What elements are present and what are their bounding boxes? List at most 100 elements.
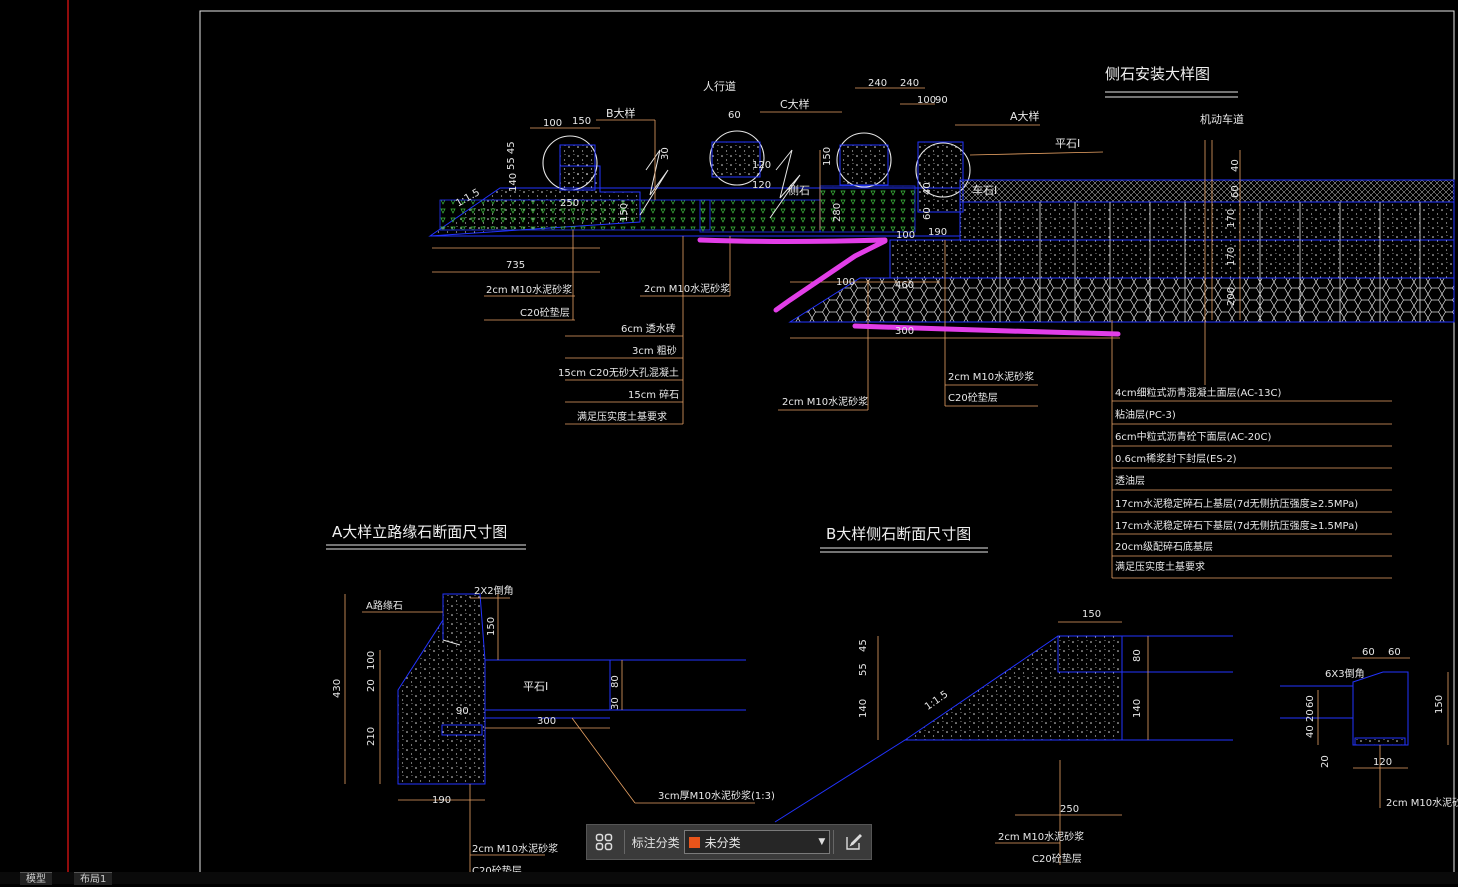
grid-icon[interactable]: [587, 825, 621, 859]
svg-text:55 45: 55 45: [506, 141, 517, 170]
svg-text:250: 250: [1060, 804, 1079, 815]
svg-text:透油层: 透油层: [1115, 474, 1145, 487]
category-color-swatch: [688, 836, 700, 848]
svg-text:280: 280: [832, 203, 843, 222]
svg-text:40: 40: [1305, 725, 1316, 738]
annotation-category-label: 标注分类: [631, 835, 680, 850]
svg-text:300: 300: [895, 326, 914, 337]
svg-text:3cm 粗砂: 3cm 粗砂: [632, 344, 677, 357]
svg-text:150: 150: [486, 617, 497, 636]
svg-text:40: 40: [1230, 159, 1241, 172]
toolbar-divider-2: [833, 830, 835, 854]
layer-notes-left: 2cm M10水泥砂浆 C20砼垫层: [486, 283, 572, 319]
svg-text:4cm细粒式沥青混凝土面层(AC-13C): 4cm细粒式沥青混凝土面层(AC-13C): [1115, 386, 1281, 399]
svg-text:2cm M10水泥砂浆: 2cm M10水泥砂浆: [644, 282, 730, 295]
svg-text:140: 140: [508, 173, 519, 192]
svg-text:735: 735: [506, 260, 525, 271]
layer-notes-right-short: 2cm M10水泥砂浆 C20砼垫层: [948, 370, 1034, 404]
svg-text:60: 60: [1362, 647, 1375, 658]
svg-text:17cm水泥稳定碎石上基层(7d无侧抗压强度≥2.5MPa): 17cm水泥稳定碎石上基层(7d无侧抗压强度≥2.5MPa): [1115, 497, 1358, 510]
svg-text:120: 120: [752, 180, 771, 191]
edit-icon[interactable]: [837, 825, 871, 859]
svg-text:100: 100: [366, 651, 377, 670]
layer-notes-mid: 6cm 透水砖 3cm 粗砂 15cm C20无砂大孔混凝土 15cm 碎石 满…: [558, 322, 679, 423]
svg-text:0.6cm稀浆封下封层(ES-2): 0.6cm稀浆封下封层(ES-2): [1115, 452, 1237, 465]
svg-text:100: 100: [836, 277, 855, 288]
category-selected-value: 未分类: [704, 835, 741, 850]
svg-text:40: 40: [922, 182, 933, 195]
svg-text:250: 250: [560, 198, 579, 209]
toolbar-divider: [623, 830, 625, 854]
svg-text:2cm M10水泥砂浆: 2cm M10水泥砂浆: [782, 395, 868, 408]
svg-text:90: 90: [456, 706, 469, 717]
svg-text:6X3倒角: 6X3倒角: [1325, 668, 1365, 680]
svg-text:C20砼垫层: C20砼垫层: [1032, 852, 1082, 865]
svg-text:55: 55: [858, 663, 869, 676]
annotation-category-select[interactable]: 未分类 ▼: [683, 830, 831, 854]
svg-text:满足压实度土基要求: 满足压实度土基要求: [577, 410, 667, 423]
svg-text:240: 240: [900, 78, 919, 89]
label-cheshi1: 车石I: [972, 183, 997, 197]
svg-text:C20砼垫层: C20砼垫层: [520, 306, 570, 319]
svg-text:100: 100: [896, 230, 915, 241]
detail-a-title: A大样立路缘石断面尺寸图: [332, 523, 507, 541]
svg-text:90: 90: [935, 95, 948, 106]
svg-text:100: 100: [543, 118, 562, 129]
svg-text:20cm级配碎石底基层: 20cm级配碎石底基层: [1115, 540, 1213, 553]
svg-text:80: 80: [610, 675, 621, 688]
svg-text:满足压实度土基要求: 满足压实度土基要求: [1115, 560, 1205, 573]
svg-text:2cm M10水泥砂浆: 2cm M10水泥砂浆: [998, 830, 1084, 843]
svg-text:460: 460: [895, 280, 914, 291]
top-section: [428, 87, 1455, 579]
svg-text:150: 150: [1434, 695, 1445, 714]
detail-c: 6X3倒角 2cm M10水泥砂浆 60 60 60 20 40 150 120…: [1280, 647, 1458, 809]
top-dimensions: 100 150 55 45 140 250 735 60 120 150 30 …: [506, 78, 1241, 337]
svg-text:15cm 碎石: 15cm 碎石: [628, 388, 679, 401]
svg-text:150: 150: [619, 203, 630, 222]
annotation-toolbar: 标注分类 未分类 ▼: [586, 824, 872, 860]
layer-notes-center-a: 2cm M10水泥砂浆: [644, 282, 730, 295]
label-pingshi1: 平石I: [1055, 137, 1080, 150]
layer-notes-center-b: 2cm M10水泥砂浆: [782, 395, 868, 408]
svg-text:17cm水泥稳定碎石下基层(7d无侧抗压强度≥1.5MPa): 17cm水泥稳定碎石下基层(7d无侧抗压强度≥1.5MPa): [1115, 519, 1358, 532]
detail-a: A大样立路缘石断面尺寸图 A路缘石 2X2倒角 平石I 3cm厚M10水泥砂浆(…: [326, 523, 775, 877]
svg-text:粘油层(PC-3): 粘油层(PC-3): [1115, 408, 1176, 421]
label-a-dayang: A大样: [1010, 109, 1040, 123]
svg-text:20: 20: [1320, 755, 1331, 768]
svg-text:140: 140: [858, 699, 869, 718]
svg-text:2X2倒角: 2X2倒角: [474, 585, 514, 597]
svg-text:120: 120: [1373, 757, 1392, 768]
svg-text:30: 30: [610, 697, 621, 710]
svg-text:80: 80: [1132, 649, 1143, 662]
svg-text:30: 30: [660, 147, 671, 160]
main-detail-title: 侧石安装大样图: [1105, 65, 1210, 83]
label-renxingdao: 人行道: [703, 79, 736, 93]
svg-text:2cm M10水泥砂浆: 2cm M10水泥砂浆: [1386, 796, 1458, 809]
svg-text:150: 150: [822, 147, 833, 166]
svg-text:C20砼垫层: C20砼垫层: [948, 391, 998, 404]
svg-text:A路缘石: A路缘石: [366, 599, 403, 612]
detail-b-title: B大样侧石断面尺寸图: [826, 525, 971, 543]
tab-model[interactable]: 模型: [20, 872, 52, 885]
svg-text:60: 60: [1230, 185, 1241, 198]
svg-text:140: 140: [1132, 699, 1143, 718]
label-b-dayang: B大样: [606, 106, 636, 120]
tab-layout1[interactable]: 布局1: [74, 872, 113, 885]
pavement-layer-list: 4cm细粒式沥青混凝土面层(AC-13C) 粘油层(PC-3) 6cm中粒式沥青…: [1115, 386, 1358, 573]
layout-tabs: 模型 布局1: [0, 872, 1458, 885]
svg-text:190: 190: [432, 795, 451, 806]
svg-text:6cm中粒式沥青砼下面层(AC-20C): 6cm中粒式沥青砼下面层(AC-20C): [1115, 430, 1271, 443]
svg-text:20: 20: [1305, 709, 1316, 722]
svg-text:2cm M10水泥砂浆: 2cm M10水泥砂浆: [486, 283, 572, 296]
svg-text:45: 45: [858, 639, 869, 652]
svg-text:300: 300: [537, 716, 556, 727]
svg-text:150: 150: [572, 116, 591, 127]
label-cezhi: 侧石: [788, 184, 810, 197]
chevron-down-icon: ▼: [818, 837, 826, 847]
svg-text:190: 190: [928, 227, 947, 238]
label-c-dayang: C大样: [780, 97, 810, 111]
svg-text:170: 170: [1226, 209, 1237, 228]
drawing-frame: [199, 10, 1455, 880]
svg-text:60: 60: [1305, 695, 1316, 708]
